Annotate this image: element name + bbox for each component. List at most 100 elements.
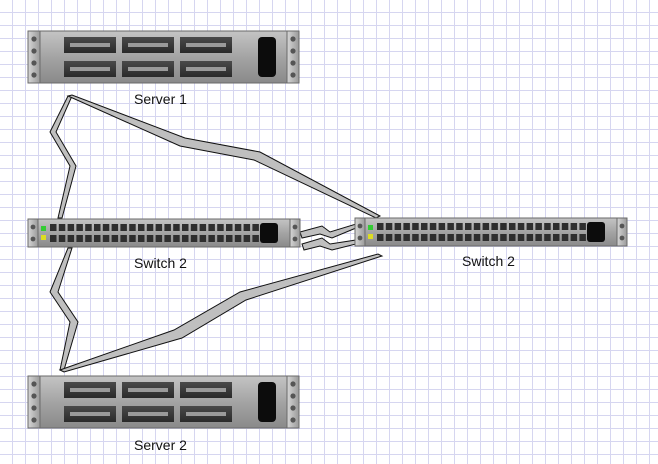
ethernet-port (517, 234, 525, 241)
ethernet-port (385, 223, 393, 230)
ethernet-port (146, 235, 154, 242)
drive-bay-slot (128, 43, 168, 47)
server-1 (27, 30, 300, 84)
drive-bay-slot (186, 388, 226, 392)
ethernet-port (129, 224, 136, 231)
ethernet-port (102, 224, 110, 231)
screws (31, 381, 296, 423)
ethernet-port (456, 223, 463, 230)
ethernet-port (85, 235, 92, 242)
switch-left (27, 218, 301, 248)
server-2-label: Server 2 (134, 437, 187, 453)
ethernet-port (509, 223, 516, 230)
ethernet-port (67, 224, 75, 231)
drive-bays (64, 37, 232, 77)
switch-left-label: Switch 2 (134, 255, 187, 271)
drive-bay-slot (128, 388, 168, 392)
ethernet-port (394, 223, 402, 230)
server-2 (27, 375, 300, 429)
ethernet-port (234, 224, 242, 231)
ethernet-port (394, 234, 402, 241)
drive-bay-slot (186, 43, 226, 47)
switch-right-ear (616, 217, 628, 247)
ethernet-port (50, 224, 57, 231)
ethernet-port (447, 234, 454, 241)
ethernet-port (58, 235, 66, 242)
ethernet-port (535, 223, 542, 230)
status-led-yellow (41, 235, 46, 240)
ethernet-port (217, 235, 224, 242)
ethernet-port (182, 224, 189, 231)
ethernet-port (85, 224, 92, 231)
ethernet-port (50, 235, 57, 242)
link-switch-left-server2 (49, 247, 79, 371)
ethernet-port (208, 235, 215, 242)
ethernet-port (403, 234, 410, 241)
ethernet-port (535, 234, 542, 241)
ethernet-port (234, 235, 242, 242)
ethernet-port (252, 224, 259, 231)
ethernet-port (447, 223, 454, 230)
ethernet-port (173, 235, 180, 242)
ethernet-port (561, 234, 569, 241)
ethernet-port (509, 234, 516, 241)
ethernet-port (164, 224, 171, 231)
ethernet-port (517, 223, 525, 230)
ethernet-port (526, 234, 534, 241)
drive-bay-slot (70, 43, 110, 47)
ethernet-port (500, 234, 507, 241)
ethernet-port (526, 223, 534, 230)
ethernet-port (67, 235, 75, 242)
screws (31, 36, 296, 78)
ethernet-port (190, 224, 198, 231)
ethernet-port (94, 235, 101, 242)
server-1-label: Server 1 (134, 91, 187, 107)
ethernet-port (111, 235, 119, 242)
switch-chassis (354, 217, 628, 247)
ethernet-port (491, 234, 498, 241)
drive-bay-slot (186, 67, 226, 71)
ethernet-port (579, 234, 586, 241)
ethernet-port (111, 224, 119, 231)
switch-left-ear (27, 218, 39, 248)
power-switch (258, 382, 276, 422)
status-led-green (41, 226, 46, 231)
ethernet-port (579, 223, 586, 230)
ethernet-port (199, 235, 207, 242)
ethernet-port (421, 234, 428, 241)
switch-right-label: Switch 2 (462, 253, 515, 269)
ethernet-port (438, 234, 446, 241)
ethernet-port (421, 223, 428, 230)
ethernet-port (129, 235, 136, 242)
ethernet-port (473, 223, 481, 230)
ethernet-port (544, 234, 551, 241)
link-switch-left-switch-right (299, 223, 357, 239)
ethernet-port (377, 234, 384, 241)
port-grid (377, 223, 586, 241)
ethernet-port (456, 234, 463, 241)
drive-bay-slot (128, 412, 168, 416)
ethernet-port (553, 234, 560, 241)
ethernet-port (146, 224, 154, 231)
status-led-yellow (368, 234, 373, 239)
link-server2-switch-right (58, 253, 384, 373)
ethernet-port (473, 234, 481, 241)
ethernet-port (208, 224, 215, 231)
link-server1-switch-right (66, 94, 382, 219)
server-left-ear (27, 30, 41, 84)
ethernet-port (403, 223, 410, 230)
ethernet-port (438, 223, 446, 230)
server-right-ear (286, 375, 300, 429)
ethernet-port (138, 235, 145, 242)
ethernet-port (482, 234, 490, 241)
drive-bays (64, 382, 232, 422)
switch-right (354, 217, 628, 247)
ethernet-port (182, 235, 189, 242)
ethernet-port (226, 235, 233, 242)
ethernet-port (58, 224, 66, 231)
switch-chassis (27, 218, 301, 248)
drive-bay-slot (186, 412, 226, 416)
ethernet-port (553, 223, 560, 230)
ethernet-port (76, 235, 83, 242)
